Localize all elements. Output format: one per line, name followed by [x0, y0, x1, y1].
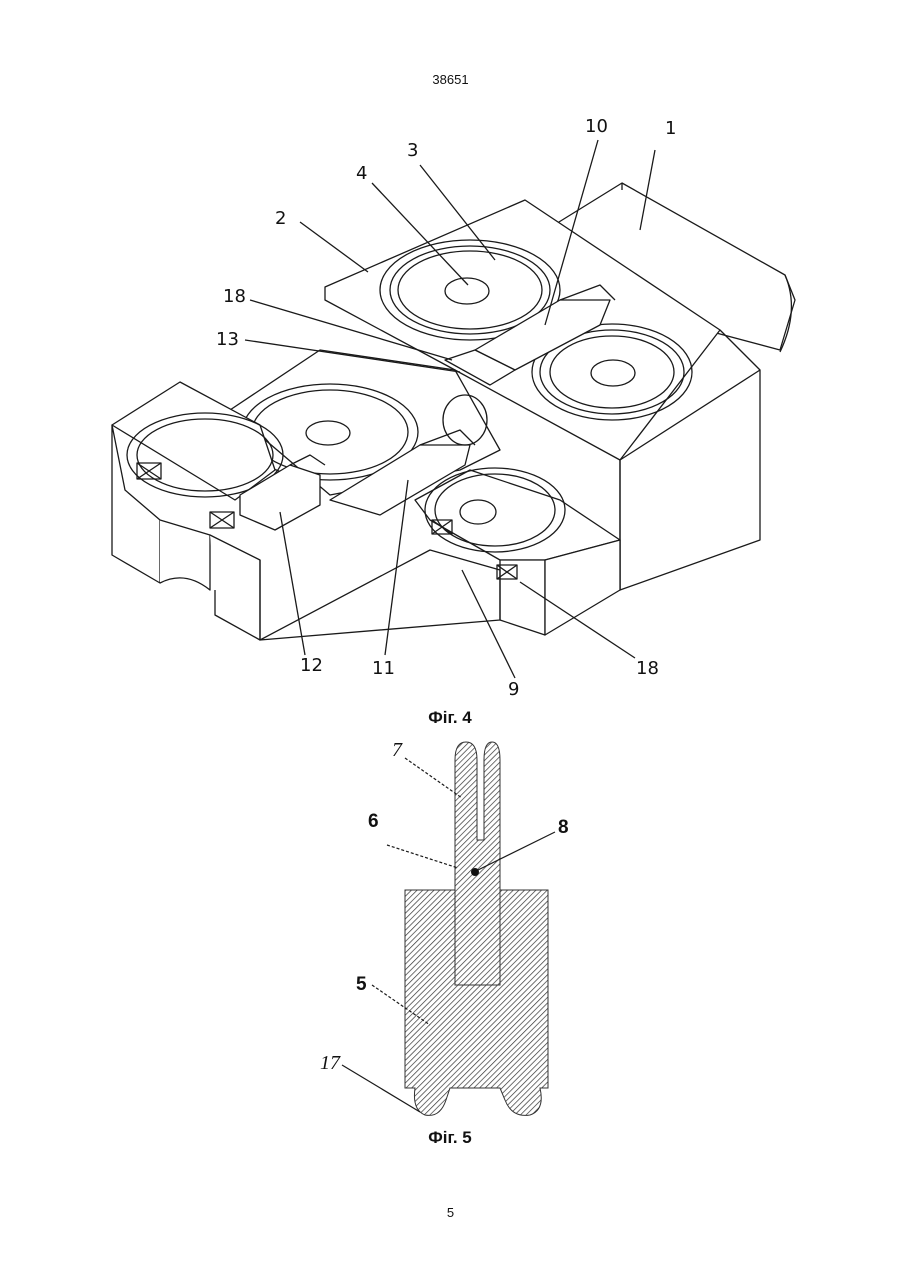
label-17: 17 — [320, 1053, 340, 1073]
label-5: 5 — [356, 975, 367, 994]
page-number: 5 — [0, 1205, 901, 1220]
label-7: 7 — [392, 740, 402, 760]
label-8: 8 — [558, 818, 569, 837]
label-6: 6 — [368, 812, 379, 831]
figure-5-caption: Фіг. 5 — [390, 1128, 510, 1148]
